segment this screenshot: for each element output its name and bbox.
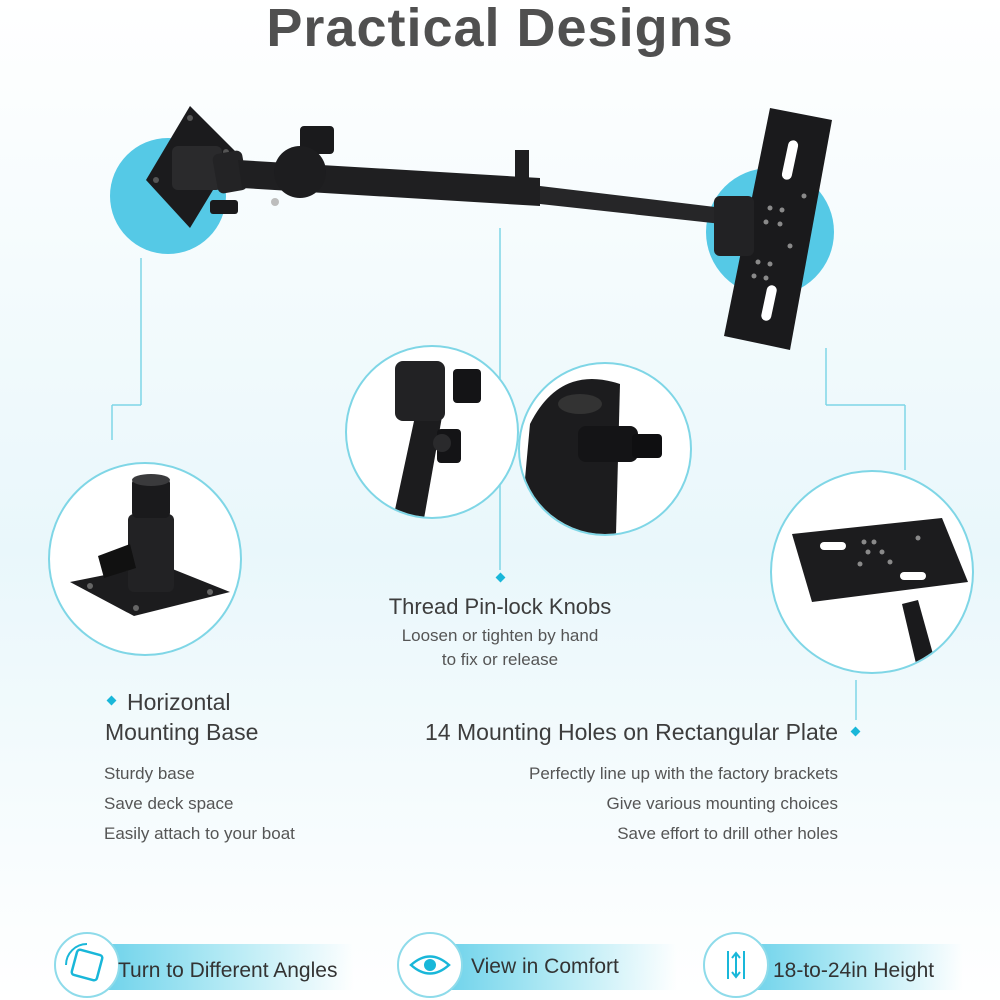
plate-point-3: Save effort to drill other holes <box>617 824 838 843</box>
plate-point-2: Give various mounting choices <box>606 794 838 813</box>
base-point-3: Easily attach to your boat <box>104 824 295 843</box>
plate-callout-title: 14 Mounting Holes on Rectangular Plate <box>425 719 838 745</box>
feature-height-label: 18-to-24in Height <box>773 959 935 982</box>
rectangular-plate-image <box>714 108 832 350</box>
feature-height: 18-to-24in Height <box>703 932 963 1000</box>
feature-turn-angles-label: Turn to Different Angles <box>118 959 338 982</box>
pin-knob-detail-thumbnail-2 <box>518 362 692 536</box>
base-detail-thumbnail <box>48 462 242 656</box>
feature-turn-angles: Turn to Different Angles <box>54 932 354 1000</box>
knobs-point-2: to fix or release <box>441 650 559 669</box>
eye-icon <box>397 932 463 998</box>
base-callout-title-line2: Mounting Base <box>105 719 259 745</box>
feature-view-comfort-label: View in Comfort <box>471 955 619 978</box>
plate-detail-thumbnail <box>770 470 974 674</box>
rotate-square-icon <box>54 932 120 998</box>
base-plate-image <box>146 106 236 228</box>
knobs-callout-title: Thread Pin-lock Knobs <box>388 594 612 619</box>
pin-knob-detail-thumbnail-1 <box>345 345 519 519</box>
knobs-point-1: Loosen or tighten by hand <box>401 626 599 645</box>
height-arrows-icon <box>703 932 769 998</box>
telescoping-pole-image <box>210 126 740 226</box>
base-point-1: Sturdy base <box>104 764 195 783</box>
base-callout-title-line1: Horizontal <box>127 689 231 715</box>
base-point-2: Save deck space <box>104 794 234 813</box>
page-title: Practical Designs <box>266 0 734 58</box>
plate-point-1: Perfectly line up with the factory brack… <box>529 764 838 783</box>
feature-view-comfort: View in Comfort <box>397 932 677 1000</box>
